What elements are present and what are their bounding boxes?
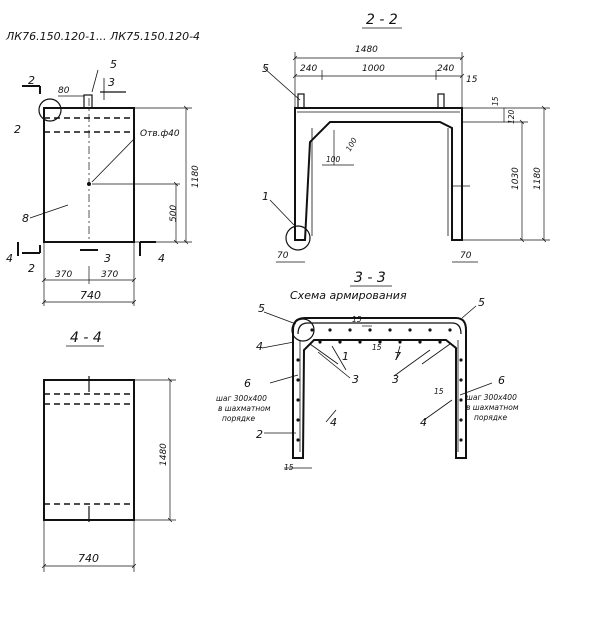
dim-15-a: 15: [466, 75, 478, 85]
note-left-3: порядке: [222, 414, 255, 423]
plan-outline: [43, 379, 135, 521]
dim-740-plan: 740: [78, 552, 99, 565]
dim-15-f: 15: [284, 463, 294, 472]
dim-740-front: 740: [80, 289, 101, 302]
dim-370-right: 370: [101, 270, 118, 280]
marker-2-bottom: 2: [28, 262, 35, 275]
marker-5-sec2: 5: [262, 62, 269, 75]
marker-4-sec3-mid: 4: [330, 416, 337, 429]
detail-circle: [38, 98, 62, 122]
dim-1180-front: 1180: [191, 165, 201, 188]
section-2-2-outline: [294, 107, 463, 241]
marker-7: 7: [394, 350, 401, 363]
marker-4-sec3: 4: [256, 340, 263, 353]
marker-3-sec3-right: 3: [392, 373, 399, 386]
marker-2-sec3: 2: [256, 428, 263, 441]
section-3-3-title: 3 - 3: [354, 270, 386, 286]
dim-1480-top: 1480: [355, 45, 378, 55]
marker-2-top: 2: [28, 74, 35, 87]
hole-mark: [87, 182, 91, 186]
front-view: [17, 69, 192, 306]
dim-15-c: 15: [352, 315, 362, 324]
dim-15-e: 15: [434, 387, 444, 396]
marker-3-sec3-left: 3: [352, 373, 359, 386]
dim-80: 80: [58, 86, 70, 96]
marker-3-bottom: 3: [104, 252, 111, 265]
dim-240-left: 240: [300, 64, 317, 74]
section-4-4-title: 4 - 4: [70, 330, 102, 346]
marker-6-left: 6: [244, 377, 251, 390]
dim-1480-plan: 1480: [159, 443, 169, 466]
marker-1-sec3: 1: [342, 350, 349, 363]
note-right-2: в шахматном: [466, 403, 519, 412]
note-left-2: в шахматном: [218, 404, 271, 413]
dim-500: 500: [169, 205, 179, 222]
dim-1180-sec: 1180: [533, 167, 543, 190]
dim-1000: 1000: [362, 64, 385, 74]
marker-8: 8: [22, 212, 29, 225]
scheme-title: Схема армирования: [290, 289, 407, 302]
lifting-loop: [83, 94, 93, 109]
note-left-1: шаг 300х400: [216, 394, 267, 403]
dim-1030: 1030: [511, 167, 521, 190]
dim-70-left: 70: [277, 251, 289, 261]
section-2-2-title: 2 - 2: [366, 12, 398, 28]
detail-circle-2: [285, 225, 311, 251]
dim-70-right: 70: [460, 251, 472, 261]
hole-label: Отв.ф40: [140, 129, 180, 139]
marker-5-sec3-left: 5: [258, 302, 265, 315]
dim-370-left: 370: [55, 270, 72, 280]
marker-5-sec3-right: 5: [478, 296, 485, 309]
detail-circle-3: [291, 318, 315, 342]
designation-label: ЛК76.150.120-1... ЛК75.150.120-4: [5, 30, 200, 43]
dim-100-diag: 100: [344, 136, 359, 153]
dim-100: 100: [326, 155, 341, 164]
marker-2-left: 2: [14, 123, 21, 136]
dim-120: 120: [507, 109, 516, 124]
marker-4-right: 4: [158, 252, 165, 265]
marker-1-sec2: 1: [262, 190, 269, 203]
section-2-2: [263, 52, 550, 263]
marker-6-right: 6: [498, 374, 505, 387]
section-3-3: [261, 305, 493, 469]
marker-3-top: 3: [108, 76, 115, 89]
marker-5-front: 5: [110, 58, 117, 71]
dim-15-b: 15: [491, 96, 500, 106]
dim-15-d: 15: [372, 343, 382, 352]
note-right-3: порядке: [474, 413, 507, 422]
dim-240-right: 240: [437, 64, 454, 74]
marker-4-sec3-right: 4: [420, 416, 427, 429]
section-4-4: [41, 376, 176, 572]
marker-4-left: 4: [6, 252, 13, 265]
note-right-1: шаг 300х400: [466, 393, 517, 402]
